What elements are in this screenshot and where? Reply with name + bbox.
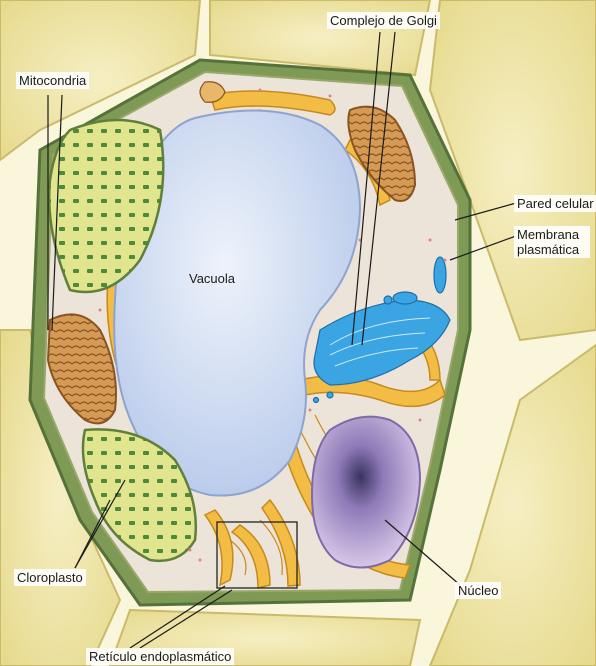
- reticulo-endoplasmatico-label: Retículo endoplasmático: [86, 648, 234, 665]
- membrana-plasmatica-label-line2: plasmática: [517, 242, 579, 257]
- pared-celular-label: Pared celular: [514, 195, 596, 212]
- nucleo-label: Núcleo: [455, 582, 501, 599]
- cloroplasto-label: Cloroplasto: [14, 569, 86, 586]
- vacuola-label: Vacuola: [186, 270, 238, 287]
- golgi-label: Complejo de Golgi: [327, 12, 440, 29]
- membrana-plasmatica-label-line1: Membrana: [517, 227, 579, 242]
- mitocondria-label: Mitocondria: [16, 72, 89, 89]
- membrana-plasmatica-label: Membrana plasmática: [514, 226, 590, 258]
